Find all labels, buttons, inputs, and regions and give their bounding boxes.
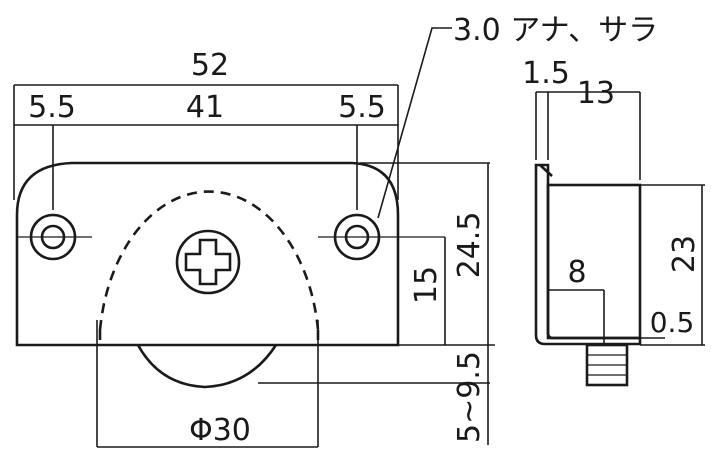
hole-note-leader (377, 27, 452, 219)
body-height-label: 24.5 (452, 212, 487, 279)
side-height-label: 23 (667, 235, 702, 273)
hole-note-label: 3.0 アナ、サラ (453, 13, 658, 48)
pin-width-label: 8 (567, 255, 586, 290)
side-depth-label: 13 (577, 76, 615, 111)
right-offset-label: 5.5 (338, 90, 386, 125)
wheel-diameter-label: Φ30 (189, 413, 251, 448)
protrusion-label: 5~9.5 (452, 351, 487, 443)
side-body (546, 183, 642, 340)
side-view: 1.5 13 23 8 0.5 (522, 56, 705, 387)
side-thickness-label: 1.5 (522, 56, 570, 91)
screw-head-circle (175, 229, 241, 295)
axle-height-label: 15 (409, 266, 444, 304)
screw-cross-icon (184, 238, 232, 286)
front-view: 52 5.5 41 5.5 3.0 アナ、サラ Φ30 15 24.5 5~9.… (13, 13, 658, 448)
hole-pitch-label: 41 (186, 90, 224, 125)
wheel-protrusion (136, 344, 278, 389)
bracket-bevel (539, 164, 553, 177)
overall-width-label: 52 (191, 48, 229, 83)
pin-offset-label: 0.5 (650, 306, 695, 339)
side-bracket (534, 163, 642, 346)
wheel-hidden-circle (98, 190, 320, 331)
left-offset-label: 5.5 (28, 90, 76, 125)
